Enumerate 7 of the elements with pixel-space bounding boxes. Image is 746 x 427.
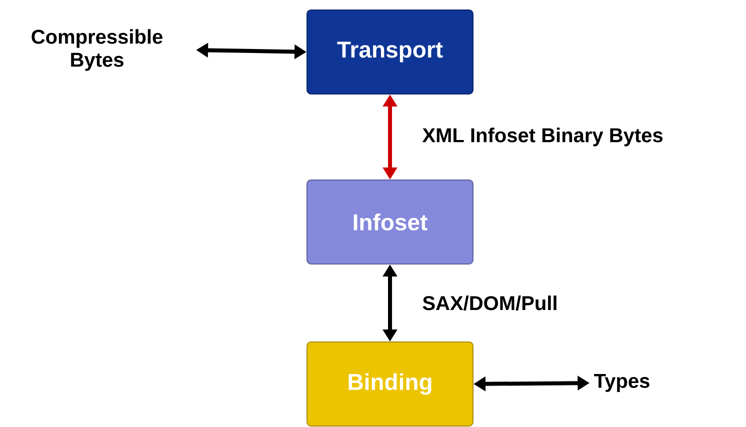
edge-label: XML Infoset Binary Bytes	[422, 128, 663, 146]
edge-label: SAX/DOM/Pull	[422, 296, 556, 310]
process-box: Binding	[306, 342, 474, 426]
node-label: Types	[594, 374, 650, 392]
process-box: Transport	[306, 10, 474, 94]
node-label: Compressible Bytes	[32, 29, 162, 71]
process-box: Infoset	[306, 180, 474, 264]
